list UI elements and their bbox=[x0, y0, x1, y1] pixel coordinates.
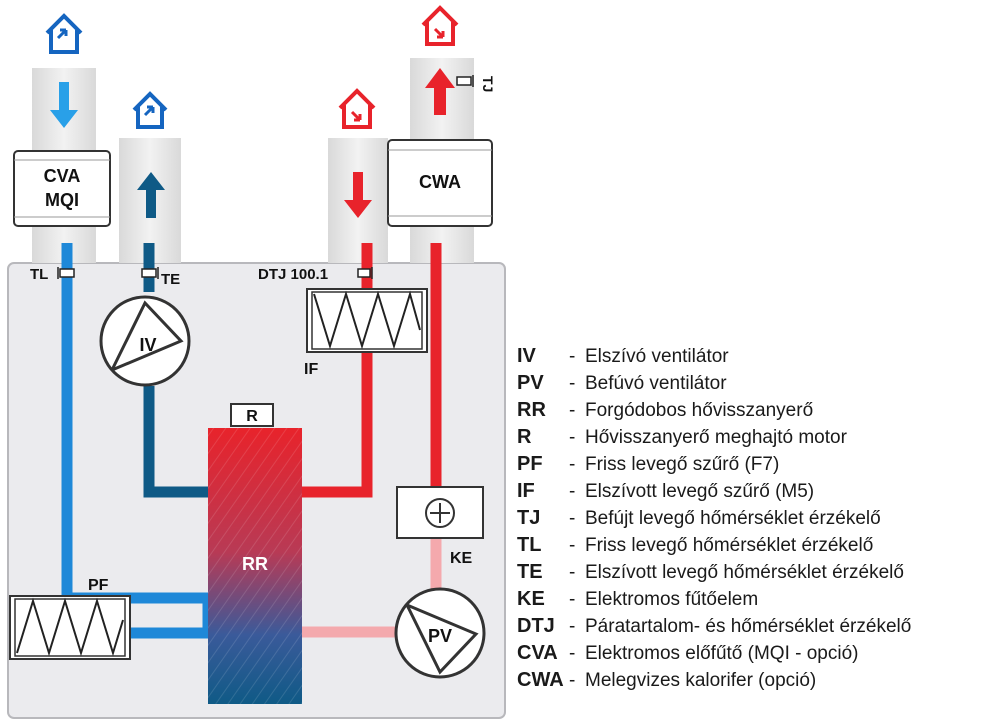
legend-row: R -Hővisszanyerő meghajtó motor bbox=[517, 424, 997, 451]
fan-pv-label: PV bbox=[428, 626, 452, 646]
house-icon bbox=[338, 88, 376, 129]
extract-air-line bbox=[302, 243, 373, 498]
legend-row: CWA-Melegvizes kalorifer (opció) bbox=[517, 667, 997, 694]
motor-r-label: R bbox=[246, 408, 258, 425]
house-icon bbox=[421, 5, 459, 46]
arrow-down-icon bbox=[344, 172, 372, 218]
legend-text: Befúvó ventilátor bbox=[585, 372, 727, 394]
heater-ke-label: KE bbox=[450, 550, 473, 567]
heated-link-line bbox=[302, 538, 442, 638]
legend-row: KE -Elektromos fűtőelem bbox=[517, 586, 997, 613]
legend-dash: - bbox=[569, 372, 576, 394]
sensor-tl-label: TL bbox=[30, 266, 48, 283]
motor-r bbox=[230, 403, 274, 427]
legend-dash: - bbox=[569, 507, 576, 529]
sensor-tj-label: TJ bbox=[480, 76, 496, 92]
legend-row: RR -Forgódobos hővisszanyerő bbox=[517, 397, 997, 424]
sensor-dtj-label: DTJ 100.1 bbox=[258, 266, 328, 283]
legend-code: TJ bbox=[517, 507, 541, 529]
sensor-te-label: TE bbox=[161, 271, 180, 288]
legend-code: PV bbox=[517, 372, 544, 394]
legend-text: Elszívott levegő hőmérséklet érzékelő bbox=[585, 561, 904, 583]
legend-text: Elektromos fűtőelem bbox=[585, 588, 759, 610]
filter-if-label: IF bbox=[304, 361, 318, 378]
legend-code: CWA bbox=[517, 669, 564, 691]
sensor-dtj-icon bbox=[357, 267, 373, 279]
legend-dash: - bbox=[569, 426, 576, 448]
legend-code: R bbox=[517, 426, 532, 448]
legend-dash: - bbox=[569, 480, 576, 502]
legend-code: PF bbox=[517, 453, 543, 475]
cva-label: CVA bbox=[44, 166, 81, 186]
legend-dash: - bbox=[569, 561, 576, 583]
legend-row: IF -Elszívott levegő szűrő (M5) bbox=[517, 478, 997, 505]
legend-dash: - bbox=[569, 345, 576, 367]
mqi-label: MQI bbox=[45, 190, 79, 210]
legend-row: IV -Elszívó ventilátor bbox=[517, 343, 997, 370]
sensor-te-icon bbox=[141, 267, 159, 279]
legend-dash: - bbox=[569, 642, 576, 664]
legend-dash: - bbox=[569, 669, 576, 691]
legend-text: Befújt levegő hőmérséklet érzékelő bbox=[585, 507, 881, 529]
legend-row: CVA-Elektromos előfűtő (MQI - opció) bbox=[517, 640, 997, 667]
legend-dash: - bbox=[569, 399, 576, 421]
legend-row: TJ -Befújt levegő hőmérséklet érzékelő bbox=[517, 505, 997, 532]
fan-iv-label: IV bbox=[139, 335, 156, 355]
legend-text: Elszívott levegő szűrő (M5) bbox=[585, 480, 815, 502]
sensor-tl-icon bbox=[57, 267, 75, 279]
fan-iv bbox=[99, 295, 191, 387]
legend-row: DTJ-Páratartalom- és hőmérséklet érzékel… bbox=[517, 613, 997, 640]
legend-text: Forgódobos hővisszanyerő bbox=[585, 399, 814, 421]
legend-code: RR bbox=[517, 399, 546, 421]
filter-pf bbox=[9, 595, 131, 660]
legend-code: IF bbox=[517, 480, 535, 502]
legend-text: Elszívó ventilátor bbox=[585, 345, 729, 367]
legend-code: IV bbox=[517, 345, 536, 367]
arrow-up-icon bbox=[137, 172, 165, 218]
legend-code: TL bbox=[517, 534, 542, 556]
filter-pf-label: PF bbox=[88, 577, 109, 594]
legend-text: Friss levegő hőmérséklet érzékelő bbox=[585, 534, 874, 556]
legend-code: TE bbox=[517, 561, 543, 583]
arrow-up-icon bbox=[425, 68, 455, 115]
house-icon bbox=[45, 13, 83, 54]
legend-code: KE bbox=[517, 588, 545, 610]
cwa-label: CWA bbox=[419, 172, 461, 192]
legend-row: PV -Befúvó ventilátor bbox=[517, 370, 997, 397]
exhaust-air-line bbox=[143, 243, 208, 498]
sensor-tj-icon bbox=[456, 75, 474, 87]
legend-text: Friss levegő szűrő (F7) bbox=[585, 453, 780, 475]
cwa-box bbox=[387, 139, 493, 227]
legend-dash: - bbox=[569, 534, 576, 556]
legend-row: PF -Friss levegő szűrő (F7) bbox=[517, 451, 997, 478]
legend-text: Elektromos előfűtő (MQI - opció) bbox=[585, 642, 859, 664]
legend-code: CVA bbox=[517, 642, 558, 664]
legend-dash: - bbox=[569, 588, 576, 610]
legend-code: DTJ bbox=[517, 615, 555, 637]
legend-row: TE -Elszívott levegő hőmérséklet érzékelő bbox=[517, 559, 997, 586]
rotor-rr-label: RR bbox=[242, 554, 268, 574]
house-icon bbox=[132, 91, 168, 129]
legend-dash: - bbox=[569, 615, 576, 637]
filter-if bbox=[306, 288, 428, 353]
legend-row: TL -Friss levegő hőmérséklet érzékelő bbox=[517, 532, 997, 559]
legend-dash: - bbox=[569, 453, 576, 475]
cva-box bbox=[13, 150, 111, 227]
arrow-down-icon bbox=[50, 82, 78, 128]
legend-text: Hővisszanyerő meghajtó motor bbox=[585, 426, 847, 448]
legend-text: Melegvizes kalorifer (opció) bbox=[585, 669, 817, 691]
legend-text: Páratartalom- és hőmérséklet érzékelő bbox=[585, 615, 912, 637]
